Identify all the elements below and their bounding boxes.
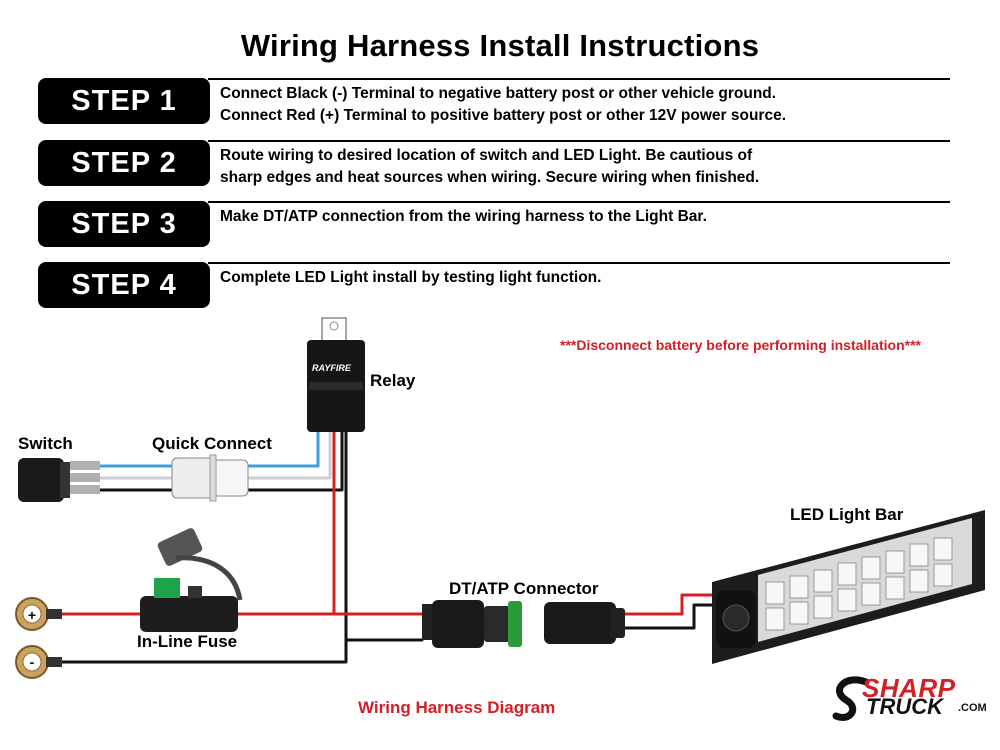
logo-line-2: TRUCK	[866, 694, 943, 719]
wire-blue	[98, 428, 320, 468]
wire-white	[98, 430, 332, 480]
step-4: STEP 4 Complete LED Light install by tes…	[38, 262, 950, 312]
step-text: Connect Black (-) Terminal to negative b…	[220, 83, 930, 127]
step-line: sharp edges and heat sources when wiring…	[220, 169, 760, 186]
page-title: Wiring Harness Install Instructions	[240, 28, 760, 63]
step-badge: STEP 4	[38, 262, 210, 308]
step-rule	[208, 140, 950, 142]
step-line: Connect Black (-) Terminal to negative b…	[220, 85, 777, 102]
quick-connect-label: Quick Connect	[152, 434, 272, 453]
step-text: Make DT/ATP connection from the wiring h…	[220, 206, 930, 228]
relay-brand: RAYFIRE	[312, 363, 352, 373]
relay-band	[309, 382, 363, 390]
wire-black-lightbar	[623, 603, 720, 630]
switch-icon	[18, 458, 100, 502]
sharptruck-logo: SHARP TRUCK .COM	[836, 673, 987, 720]
relay: RAYFIRE	[307, 317, 365, 432]
negative-terminal: -	[15, 645, 62, 679]
relay-mount-hole	[329, 321, 339, 331]
step-line: Make DT/ATP connection from the wiring h…	[220, 208, 707, 225]
dt-atp-connector-label: DT/ATP Connector	[449, 579, 599, 598]
quick-connect-icon	[171, 454, 249, 502]
step-1: STEP 1 Connect Black (-) Terminal to neg…	[38, 78, 950, 128]
step-badge: STEP 2	[38, 140, 210, 186]
step-line: Connect Red (+) Terminal to positive bat…	[220, 107, 786, 124]
step-3: STEP 3 Make DT/ATP connection from the w…	[38, 201, 950, 251]
switch-label: Switch	[18, 434, 73, 453]
dt-atp-connector-icon	[422, 600, 625, 648]
step-line: Complete LED Light install by testing li…	[220, 269, 602, 286]
inline-fuse-icon	[140, 528, 243, 632]
sharptruck-logo-mark	[832, 676, 870, 721]
step-rule	[208, 78, 950, 80]
step-line: Route wiring to desired location of swit…	[220, 147, 753, 164]
led-light-bar-icon	[712, 510, 985, 664]
wire-black-negative	[53, 638, 424, 664]
step-text: Route wiring to desired location of swit…	[220, 145, 930, 189]
wires	[53, 428, 720, 664]
positive-terminal: +	[15, 597, 62, 631]
step-rule	[208, 262, 950, 264]
relay-label: Relay	[370, 371, 416, 390]
step-badge: STEP 1	[38, 78, 210, 124]
logo-suffix: .COM	[958, 702, 987, 714]
step-rule	[208, 201, 950, 203]
logo-line-1: SHARP	[862, 673, 956, 703]
diagram-caption: Wiring Harness Diagram	[358, 698, 556, 717]
step-badge: STEP 3	[38, 201, 210, 247]
warning-text: ***Disconnect battery before performing …	[560, 337, 921, 353]
led-light-bar-label: LED Light Bar	[790, 505, 904, 524]
inline-fuse-label: In-Line Fuse	[137, 632, 238, 651]
step-2: STEP 2 Route wiring to desired location …	[38, 140, 950, 190]
positive-sign: +	[28, 607, 36, 623]
wire-black	[98, 430, 344, 492]
wire-red-lightbar	[623, 593, 720, 616]
led-lens-grid	[765, 537, 953, 631]
negative-sign: -	[30, 654, 35, 670]
step-text: Complete LED Light install by testing li…	[220, 267, 930, 289]
